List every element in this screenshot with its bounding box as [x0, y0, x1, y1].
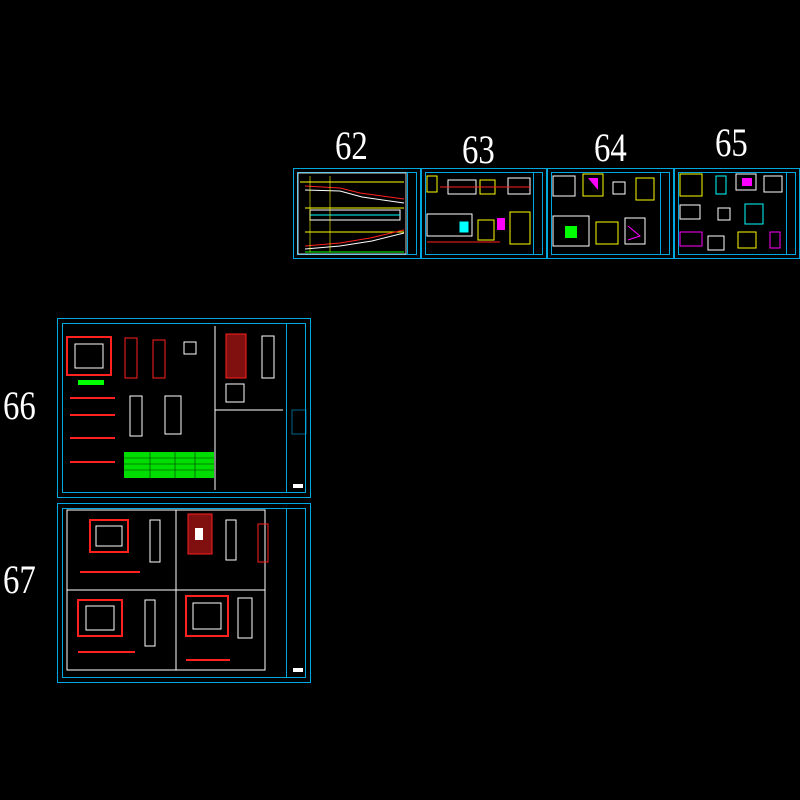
title-block [286, 323, 306, 493]
drawing-sheet-63[interactable] [421, 168, 547, 259]
sheet-inner-frame [425, 172, 543, 255]
drawing-sheet-67[interactable] [57, 503, 311, 683]
sheet-inner-frame [297, 172, 417, 255]
sheet-65-drawings [679, 173, 783, 251]
sheet-63-drawings [426, 175, 531, 245]
title-block [286, 508, 306, 678]
sheet-inner-frame [62, 323, 306, 493]
sheet-64-drawings [552, 173, 655, 247]
sheet-number-63: 63 [462, 127, 495, 172]
sheet-number-66: 66 [3, 383, 36, 428]
sheet-67-drawings [66, 509, 303, 672]
sheet-number-62: 62 [335, 123, 368, 168]
sheet-66-drawings [66, 326, 307, 490]
sheet-inner-frame [62, 508, 306, 678]
title-block [786, 172, 796, 255]
sheet-number-64: 64 [594, 125, 627, 170]
sheet-inner-frame [678, 172, 796, 255]
title-block [660, 172, 670, 255]
drawing-sheet-62[interactable] [293, 168, 421, 259]
title-block [533, 172, 543, 255]
sheet-number-67: 67 [3, 557, 36, 602]
drawing-sheet-64[interactable] [547, 168, 674, 259]
sheet-62-drawings [297, 172, 407, 255]
drawing-sheet-66[interactable] [57, 318, 311, 498]
sheet-inner-frame [551, 172, 670, 255]
title-block [407, 172, 417, 255]
sheet-number-65: 65 [715, 120, 748, 165]
